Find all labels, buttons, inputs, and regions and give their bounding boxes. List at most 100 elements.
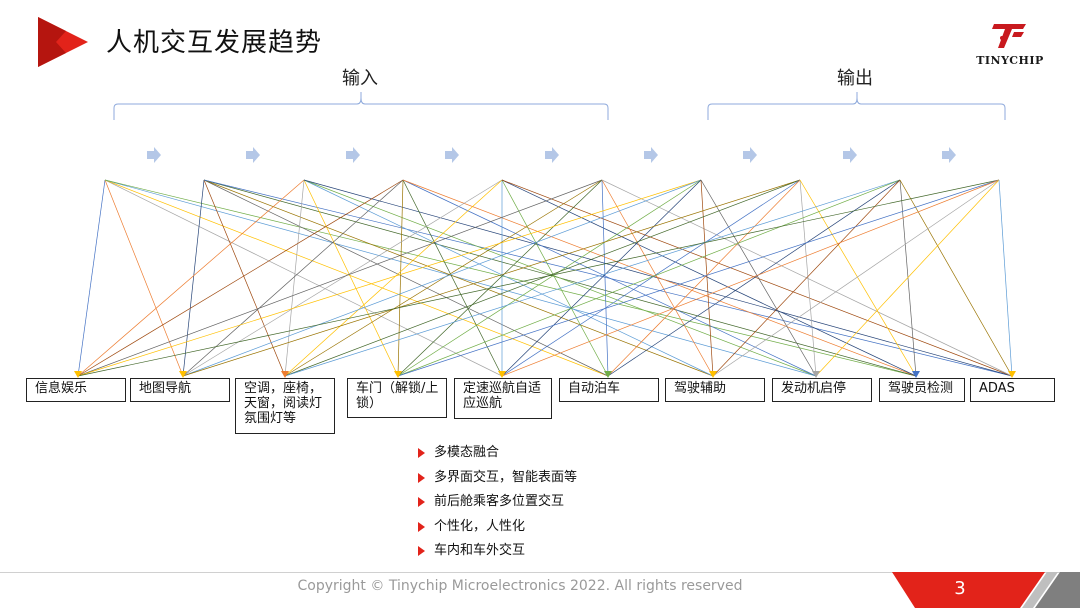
func-climate-seats-lights: 空调，座椅，天窗，阅读灯氛围灯等 — [235, 378, 335, 434]
edge-line — [104, 179, 184, 377]
edge-line — [77, 179, 404, 377]
page-number-banner — [892, 572, 1080, 608]
node-phone: 手机 — [588, 147, 615, 163]
func-auto-parking: 自动泊车 — [559, 378, 659, 402]
arrow-right-icon — [843, 147, 857, 163]
edge-line — [501, 179, 609, 377]
edge-line — [712, 179, 901, 377]
edge-line — [397, 179, 404, 377]
edge-line — [77, 179, 1000, 377]
edge-arrowhead-icon — [912, 371, 920, 378]
edge-line — [284, 179, 305, 377]
edge-line — [182, 179, 702, 377]
edge-line — [998, 179, 1013, 377]
edge-line — [402, 179, 503, 377]
node-voice: 语音 — [290, 147, 317, 163]
func-cruise-control: 定速巡航自适应巡航 — [454, 378, 552, 419]
arrow-right-icon — [246, 147, 260, 163]
edge-arrowhead-icon — [604, 371, 612, 378]
arrow-right-icon — [743, 147, 757, 163]
edge-line — [203, 179, 286, 377]
tinychip-logo-icon — [992, 24, 1026, 48]
input-brace — [113, 92, 609, 120]
footer-divider — [0, 572, 1080, 573]
edge-arrowhead-icon — [812, 371, 820, 378]
node-lighting: 灯光 — [687, 147, 714, 163]
func-map-navigation: 地图导航 — [130, 378, 230, 402]
brand-logo: TINYCHIP — [960, 18, 1060, 68]
edge-line — [899, 179, 1013, 377]
page-title: 人机交互发展趋势 — [106, 28, 323, 58]
bullet-item: 前后舱乘客多位置交互 — [418, 493, 577, 518]
edge-line — [501, 179, 1000, 377]
edge-line — [182, 179, 205, 377]
func-engine-start-stop: 发动机启停 — [772, 378, 872, 402]
node-image-face-gesture: 图像(人脸，手势) — [374, 140, 432, 170]
edge-arrowhead-icon — [394, 371, 402, 378]
edge-line — [203, 179, 1013, 377]
edge-line — [284, 179, 801, 377]
output-brace — [707, 92, 1006, 120]
edge-line — [303, 179, 1013, 377]
func-driver-monitoring: 驾驶员检测 — [879, 378, 965, 402]
output-group-label: 输出 — [837, 68, 873, 89]
edge-line — [815, 179, 1000, 377]
trend-bullets: 多模态融合 多界面交互，智能表面等 前后舱乘客多位置交互 个性化，人性化 车内和… — [418, 444, 577, 567]
bullet-item: 多模态融合 — [418, 444, 577, 469]
edge-line — [397, 179, 1000, 377]
edge-arrowhead-icon — [74, 371, 82, 378]
page-number: 3 — [954, 578, 966, 599]
node-ar: AR — [990, 147, 1008, 163]
edge-line — [712, 179, 1000, 377]
bullet-item: 车内和车外交互 — [418, 542, 577, 567]
edge-line — [284, 179, 503, 377]
edge-line — [501, 179, 702, 377]
edge-arrowhead-icon — [179, 371, 187, 378]
node-display: 显示 — [786, 147, 813, 163]
edge-line — [303, 179, 399, 377]
copyright-text: Copyright © Tinychip Microelectronics 20… — [297, 578, 743, 594]
arrow-right-icon — [942, 147, 956, 163]
edge-line — [601, 179, 609, 377]
node-vibration: 振动 — [886, 147, 913, 163]
arrow-right-icon — [346, 147, 360, 163]
arrow-right-icon — [545, 147, 559, 163]
func-door-lock: 车门（解锁/上锁） — [347, 378, 447, 418]
edge-line — [397, 179, 702, 377]
bullet-item: 多界面交互，智能表面等 — [418, 469, 577, 494]
edge-line — [284, 179, 901, 377]
edge-line — [397, 179, 901, 377]
bullet-triangle-icon — [418, 497, 425, 507]
edge-arrowhead-icon — [709, 371, 717, 378]
edge-line — [700, 179, 714, 377]
edge-line — [77, 179, 603, 377]
edge-line — [402, 179, 817, 377]
edge-line — [607, 179, 801, 377]
presentation-logo-icon — [38, 17, 88, 67]
edge-line — [501, 179, 1013, 377]
edge-line — [77, 179, 702, 377]
edge-line — [601, 179, 714, 377]
edge-line — [203, 179, 714, 377]
bullet-triangle-icon — [418, 448, 425, 458]
arrow-right-icon — [644, 147, 658, 163]
edge-line — [700, 179, 817, 377]
input-group-label: 输入 — [342, 68, 378, 89]
node-physical-buttons: 物理按键 — [78, 147, 131, 163]
bullet-triangle-icon — [418, 546, 425, 556]
edge-line — [601, 179, 1013, 377]
func-driving-assist: 驾驶辅助 — [665, 378, 765, 402]
edge-line — [104, 179, 609, 377]
edge-line — [182, 179, 404, 377]
node-touchscreen: 触摸屏 — [184, 147, 224, 163]
edge-line — [501, 179, 917, 377]
edge-line — [303, 179, 714, 377]
edge-arrowhead-icon — [281, 371, 289, 378]
edge-line — [501, 179, 801, 377]
func-adas: ADAS — [970, 378, 1055, 402]
edge-line — [402, 179, 917, 377]
edges — [74, 179, 1016, 378]
edge-line — [182, 179, 503, 377]
edge-arrowhead-icon — [1008, 371, 1016, 378]
bullet-triangle-icon — [418, 472, 425, 483]
